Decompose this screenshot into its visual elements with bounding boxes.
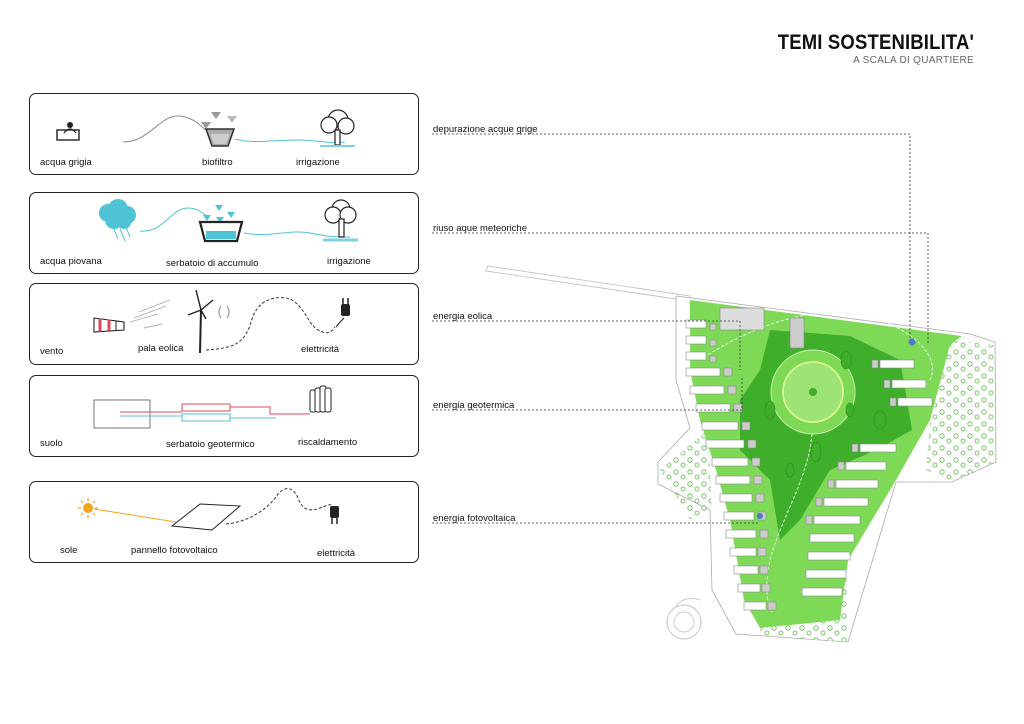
label-pala-eolica: pala eolica: [138, 343, 184, 354]
theme-riuso: riuso aque meteoriche: [433, 223, 527, 234]
label-acqua-piovana: acqua piovana: [40, 256, 102, 267]
label-irrigazione-2: irrigazione: [327, 256, 371, 267]
panel-rain-water: acqua piovana serbatoio di accumulo irri…: [29, 192, 419, 274]
label-pannello-fotovoltaico: pannello fotovoltaico: [131, 545, 218, 556]
plug-icon: [330, 506, 339, 524]
label-elettricita: elettricità: [301, 344, 340, 355]
rain-water-diagram: [99, 199, 358, 243]
panel-grey-water: acqua grigia biofiltro irrigazione: [29, 93, 419, 175]
tank-icon: [198, 205, 244, 243]
plug-icon: [335, 298, 350, 328]
park-features: [764, 350, 887, 478]
label-suolo: suolo: [40, 438, 63, 449]
panel-wind: vento pala eolica elettricità: [29, 283, 419, 365]
theme-geotermica: energia geotermica: [433, 400, 515, 411]
cloud-rain-icon: [99, 199, 136, 242]
page-title: TEMI SOSTENIBILITA': [777, 31, 974, 54]
panel-geothermal: suolo serbatoio geotermico riscaldamento: [29, 375, 419, 457]
label-sole: sole: [60, 545, 78, 556]
tree-belt-east: [926, 340, 996, 482]
leader-lines: [432, 133, 929, 524]
solar-panel-icon: [170, 503, 242, 531]
label-elettricita-2: elettricità: [317, 548, 356, 559]
tree-icon: [323, 199, 358, 242]
wind-diagram: [93, 289, 350, 354]
theme-fotovoltaica: energia fotovoltaica: [433, 513, 516, 524]
marker-pv: [757, 513, 763, 519]
page-subtitle: A SCALA DI QUARTIERE: [853, 55, 974, 66]
label-serbatoio-geotermico: serbatoio geotermico: [166, 439, 255, 450]
label-biofiltro: biofiltro: [202, 157, 233, 168]
wind-turbine-icon: [187, 289, 230, 354]
label-irrigazione: irrigazione: [296, 157, 340, 168]
windsock-icon: [93, 317, 125, 333]
roundabout: [666, 597, 702, 640]
label-vento: vento: [40, 346, 64, 357]
buildings: [685, 307, 933, 611]
solar-diagram: [78, 488, 339, 531]
radiator-icon: [309, 385, 332, 413]
tree-belt-west: [660, 430, 712, 520]
marker-greywater: [908, 338, 916, 346]
sun-icon: [78, 498, 98, 518]
label-acqua-grigia: acqua grigia: [40, 157, 92, 168]
access-road: [485, 265, 691, 302]
geothermal-diagram: [93, 385, 332, 429]
biofilter-icon: [201, 112, 237, 147]
label-serbatoio-accumulo: serbatoio di accumulo: [166, 258, 259, 269]
bathtub-icon: [56, 122, 80, 141]
theme-eolica: energia eolica: [433, 311, 493, 322]
panel-solar: sole pannello fotovoltaico elettricità: [29, 481, 419, 563]
label-riscaldamento: riscaldamento: [298, 437, 358, 448]
grey-water-diagram: [56, 109, 355, 147]
theme-depurazione: depurazione acque grige: [433, 124, 538, 135]
tree-icon: [320, 109, 355, 147]
